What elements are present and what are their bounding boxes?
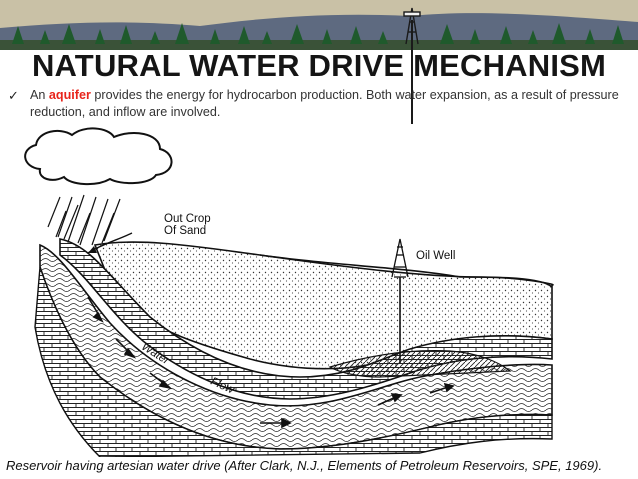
aquifer-keyword: aquifer [48,88,91,102]
check-icon: ✓ [8,88,19,103]
bullet-lead: An [30,88,49,102]
bullet-text: An aquifer provides the energy for hydro… [30,87,630,121]
bullet-point: ✓ An aquifer provides the energy for hyd… [8,87,630,121]
page-title: NATURAL WATER DRIVE MECHANISM [31,48,607,83]
oil-well-icon [391,238,409,363]
outcrop-label-line1: Out Crop [164,213,211,225]
outcrop-label-line2: Of Sand [164,225,207,237]
oil-well-label: Oil Well [416,250,456,262]
figure-caption: Reservoir having artesian water drive (A… [6,458,603,473]
bullet-rest: provides the energy for hydrocarbon prod… [30,88,619,119]
rain-icon [47,194,121,246]
cloud-icon [24,127,173,185]
derrick-pipe-line [411,20,413,124]
outcrop-label: Out Crop Of Sand [164,213,211,237]
header-banner [0,0,638,50]
flow-arrows [87,296,455,429]
reservoir-diagram [24,127,554,457]
tree-row [12,23,624,44]
